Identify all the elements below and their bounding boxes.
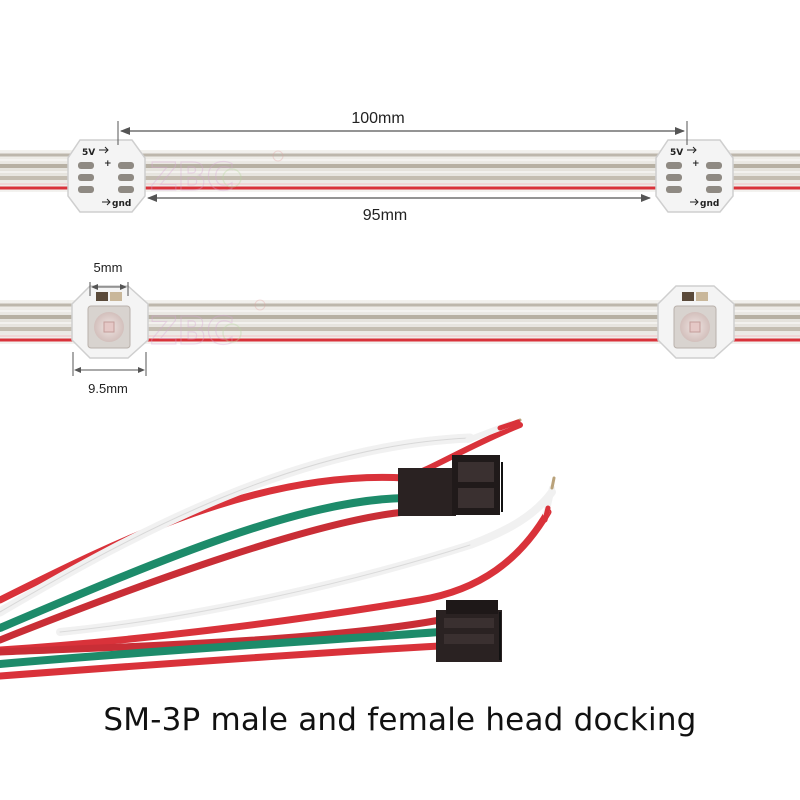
arrow-right-icon [99, 146, 109, 154]
pcb-front-right [657, 285, 735, 359]
pcb-label-plus-left: + [104, 159, 112, 169]
connector-wires-lower [0, 488, 556, 680]
watermark-logo: ZBC [149, 150, 284, 200]
pixel-string-back: 5V + gnd 5V + gnd ZBC [0, 139, 800, 213]
pcb-label-5v-right: 5V [670, 148, 683, 158]
pcb-label-gnd-left: gnd [112, 199, 131, 209]
pixel-string-front: ZBC [0, 285, 800, 359]
arrow-right-icon [690, 198, 699, 206]
pcb-back-left: 5V + gnd [67, 139, 146, 213]
connector-wires-upper [0, 422, 523, 644]
dimension-label-pitch: 100mm [351, 110, 404, 127]
dimension-label-gap: 95mm [363, 207, 407, 224]
watermark-logo: ZBC [149, 299, 266, 354]
pcb-back-right: 5V + gnd [655, 139, 734, 213]
wire-tips-upper [465, 418, 522, 443]
wire-tips-lower [542, 476, 556, 523]
svg-text:ZBC: ZBC [150, 155, 234, 199]
arrow-right-icon [102, 198, 111, 206]
dimension-led-size: 5mm [89, 260, 129, 296]
svg-text:ZBC: ZBC [150, 309, 234, 353]
sm-3p-male-connector [398, 455, 503, 516]
sm-3p-female-connector [436, 600, 502, 662]
dimension-board-diameter: 9.5mm [72, 352, 147, 396]
dimension-label-led-size: 5mm [94, 260, 123, 275]
dimension-label-board-diameter: 9.5mm [88, 381, 128, 396]
dimension-gap: 95mm [147, 194, 651, 224]
pcb-label-gnd-right: gnd [700, 199, 719, 209]
caption: SM-3P male and female head docking [103, 702, 697, 738]
pcb-label-5v-left: 5V [82, 148, 95, 158]
dimension-pitch: 100mm [117, 110, 688, 145]
pcb-front-left [71, 285, 149, 359]
pcb-label-plus-right: + [692, 159, 700, 169]
arrow-right-icon [687, 146, 697, 154]
